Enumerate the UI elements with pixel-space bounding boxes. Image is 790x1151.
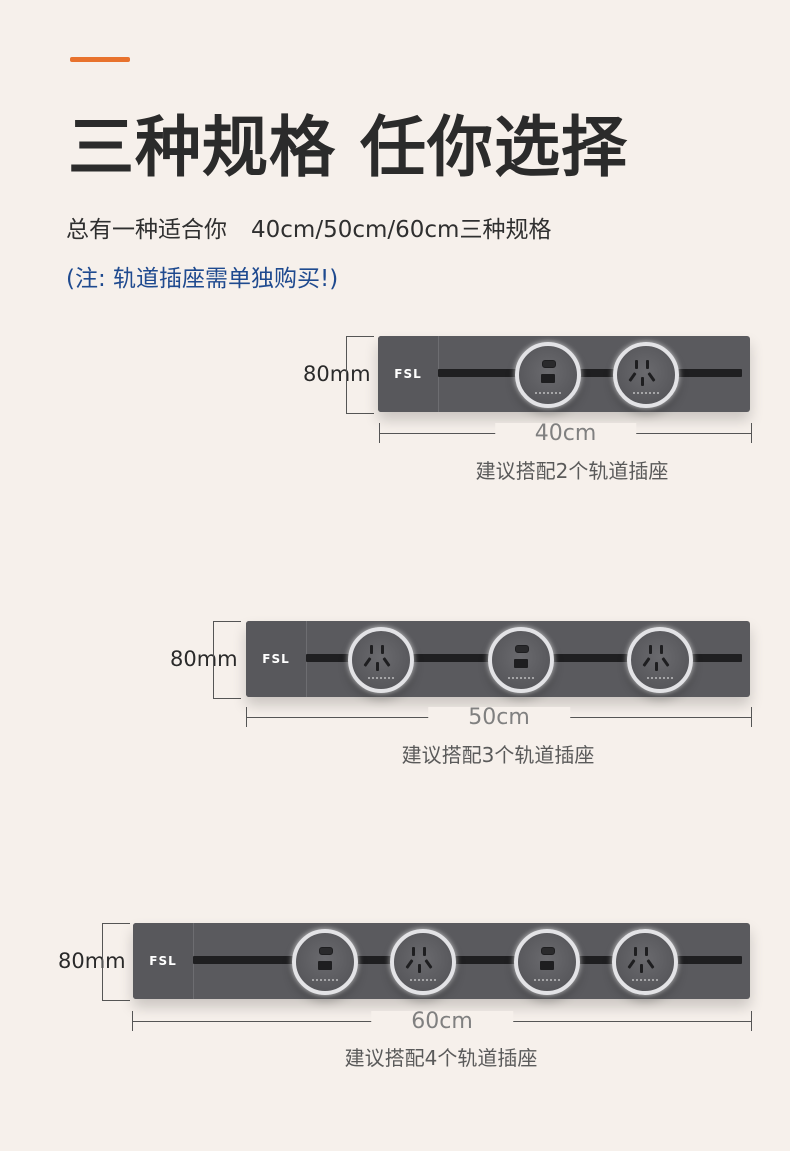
pin-icon xyxy=(363,657,372,667)
usb-socket xyxy=(488,627,554,693)
pin-icon xyxy=(645,947,648,956)
brand-logo: FSL xyxy=(262,652,290,666)
spec-caption: 建议搭配3个轨道插座 xyxy=(401,743,595,767)
pin-icon xyxy=(424,959,433,969)
rail-groove xyxy=(438,369,742,377)
usb-socket xyxy=(292,929,358,995)
brand-logo: FSL xyxy=(394,367,422,381)
pin-icon xyxy=(655,662,658,671)
pin-icon xyxy=(627,959,636,969)
pin-icon xyxy=(405,959,414,969)
pin-icon xyxy=(381,645,384,654)
width-label: 40cm xyxy=(494,423,637,445)
usb-socket xyxy=(515,342,581,408)
subtitle-right: 40cm/50cm/60cm三种规格 xyxy=(251,217,552,243)
pin-icon xyxy=(382,657,391,667)
width-label: 60cm xyxy=(371,1011,513,1033)
width-dimension: 50cm xyxy=(246,707,752,729)
height-label: 80mm xyxy=(170,647,238,671)
subtitle: 总有一种适合你 40cm/50cm/60cm三种规格 xyxy=(66,213,551,247)
accent-bar xyxy=(70,57,130,62)
pin-icon xyxy=(647,372,656,382)
spec-caption: 建议搭配4个轨道插座 xyxy=(344,1046,538,1070)
subtitle-left: 总有一种适合你 xyxy=(66,217,227,243)
width-label: 50cm xyxy=(428,707,570,729)
pin-icon xyxy=(634,947,637,956)
height-bracket xyxy=(346,336,374,414)
track-strip: FSL xyxy=(133,923,750,999)
height-label: 80mm xyxy=(303,362,371,386)
pin-icon xyxy=(635,360,638,369)
pin-icon xyxy=(660,645,663,654)
pin-icon xyxy=(370,645,373,654)
pin-icon xyxy=(641,377,644,386)
height-label: 80mm xyxy=(58,949,126,973)
pin-icon xyxy=(646,959,655,969)
three-pin-socket xyxy=(612,929,678,995)
purchase-note: (注: 轨道插座需单独购买!) xyxy=(66,266,339,292)
height-bracket xyxy=(102,923,130,1001)
height-bracket xyxy=(213,621,241,699)
width-dimension: 40cm xyxy=(379,423,752,445)
track-strip: FSL xyxy=(378,336,750,412)
brand-logo: FSL xyxy=(149,954,177,968)
pin-icon xyxy=(646,360,649,369)
usb-a-port-icon xyxy=(514,659,528,668)
pin-icon xyxy=(640,964,643,973)
usb-c-port-icon xyxy=(541,947,555,955)
pin-icon xyxy=(418,964,421,973)
pin-icon xyxy=(628,372,637,382)
usb-c-port-icon xyxy=(542,360,556,368)
pin-icon xyxy=(642,657,651,667)
page-title: 三种规格 任你选择 xyxy=(68,109,628,186)
usb-a-port-icon xyxy=(540,961,554,970)
width-dimension: 60cm xyxy=(132,1011,752,1033)
usb-a-port-icon xyxy=(541,374,555,383)
pin-icon xyxy=(661,657,670,667)
pin-icon xyxy=(376,662,379,671)
track-strip: FSL xyxy=(246,621,750,697)
end-cap xyxy=(133,923,194,999)
usb-c-port-icon xyxy=(515,645,529,653)
pin-icon xyxy=(423,947,426,956)
pin-icon xyxy=(412,947,415,956)
three-pin-socket xyxy=(348,627,414,693)
usb-socket xyxy=(514,929,580,995)
three-pin-socket xyxy=(627,627,693,693)
usb-c-port-icon xyxy=(319,947,333,955)
pin-icon xyxy=(649,645,652,654)
usb-a-port-icon xyxy=(318,961,332,970)
three-pin-socket xyxy=(613,342,679,408)
three-pin-socket xyxy=(390,929,456,995)
spec-caption: 建议搭配2个轨道插座 xyxy=(475,459,669,483)
rail-groove xyxy=(193,956,742,964)
